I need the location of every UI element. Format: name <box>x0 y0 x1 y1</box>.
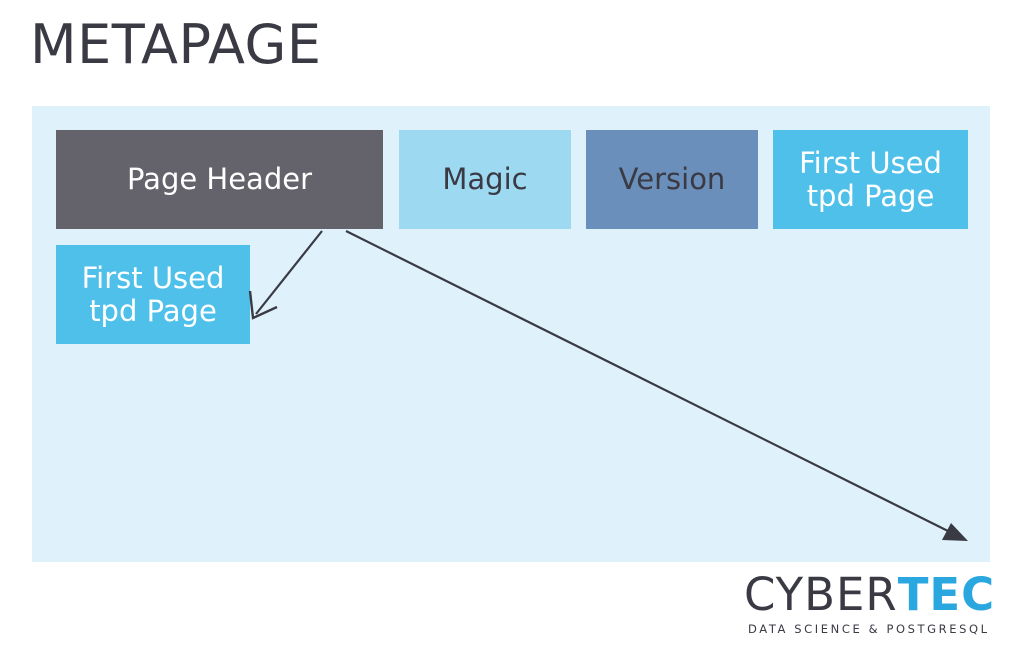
first-used-top-line1: First Used <box>799 145 942 180</box>
page-header-box: Page Header <box>56 130 383 229</box>
page-title: METAPAGE <box>30 13 322 76</box>
first-used-left-line2: tpd Page <box>89 293 217 328</box>
cybertec-logo: CYBERTEC DATA SCIENCE & POSTGRESQL <box>744 572 1006 638</box>
version-box: Version <box>586 130 758 229</box>
first-used-tpd-page-box-left: First Used tpd Page <box>56 245 250 344</box>
first-used-left-line1: First Used <box>81 260 225 295</box>
page-header-label: Page Header <box>126 162 313 197</box>
magic-box: Magic <box>399 130 571 229</box>
first-used-top-line2: tpd Page <box>806 178 935 213</box>
first-used-tpd-page-box-top: First Used tpd Page <box>773 130 968 229</box>
logo-tagline: DATA SCIENCE & POSTGRESQL <box>748 622 990 636</box>
logo-word-cyber: CYBER <box>744 568 898 621</box>
logo-word-tec: TEC <box>897 568 996 621</box>
magic-label: Magic <box>442 162 528 197</box>
version-label: Version <box>618 162 726 197</box>
